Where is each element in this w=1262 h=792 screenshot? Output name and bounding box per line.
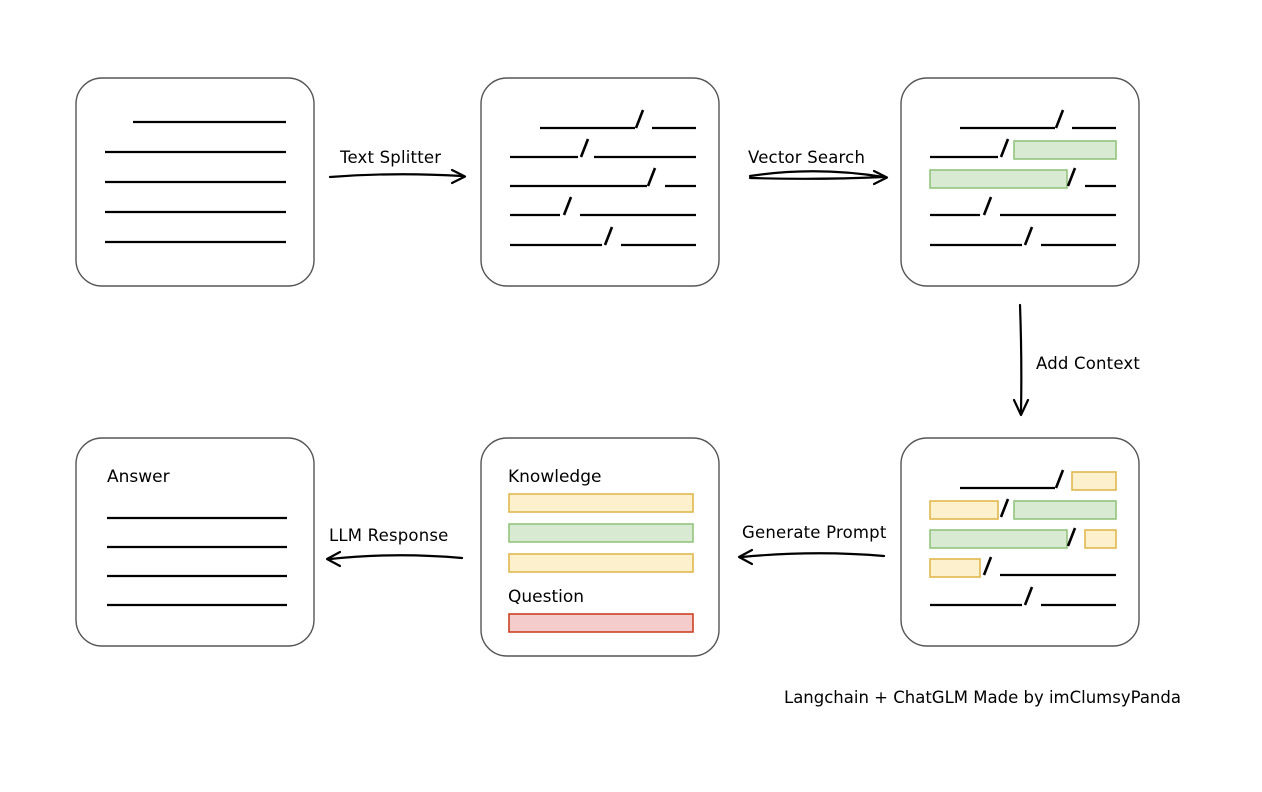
node-answer[interactable]: Answer <box>75 437 315 647</box>
arrow-label-add-context: Add Context <box>1036 354 1140 373</box>
arrow-add-context: Add Context <box>1012 303 1140 417</box>
arrow-label-llm-response: LLM Response <box>329 526 449 545</box>
question-bar-red <box>508 613 694 633</box>
knowledge-heading: Knowledge <box>508 467 601 487</box>
highlight-green <box>1013 140 1117 160</box>
knowledge-bar-green <box>508 523 694 543</box>
knowledge-bar-yellow <box>508 553 694 573</box>
arrow-label-generate-prompt: Generate Prompt <box>742 523 887 542</box>
node-retrieved-chunks[interactable] <box>900 77 1140 287</box>
arrow-label-vector-search: Vector Search <box>748 148 865 167</box>
answer-heading: Answer <box>107 467 170 487</box>
context-chunks-lines <box>929 469 1117 607</box>
highlight-yellow <box>929 500 999 520</box>
knowledge-bars <box>508 493 694 573</box>
retrieved-chunks-lines <box>929 109 1117 247</box>
highlight-green <box>929 529 1068 549</box>
highlight-yellow <box>1071 471 1117 491</box>
highlight-green <box>929 169 1068 189</box>
prompt-box[interactable] <box>480 437 720 657</box>
question-bars <box>508 613 694 633</box>
answer-box[interactable] <box>75 437 315 647</box>
highlight-yellow <box>929 558 981 578</box>
arrow-generate-prompt: Generate Prompt <box>737 523 887 566</box>
node-context-chunks[interactable] <box>900 437 1140 647</box>
knowledge-bar-yellow <box>508 493 694 513</box>
arrow-text-splitter: Text Splitter <box>328 148 467 185</box>
node-source-document[interactable] <box>75 77 315 287</box>
arrow-vector-search: Vector Search <box>748 148 889 186</box>
node-split-chunks[interactable] <box>480 77 720 287</box>
credit-text: Langchain + ChatGLM Made by imClumsyPand… <box>784 688 1181 707</box>
split-chunks-lines <box>510 109 696 247</box>
answer-lines <box>107 516 287 607</box>
node-prompt[interactable]: Knowledge Question <box>480 437 720 657</box>
arrow-label-text-splitter: Text Splitter <box>339 148 441 167</box>
highlight-green <box>1013 500 1117 520</box>
arrow-llm-response: LLM Response <box>325 526 464 568</box>
source-document-lines <box>105 120 286 244</box>
split-chunks-box[interactable] <box>480 77 720 287</box>
question-heading: Question <box>508 587 584 607</box>
highlight-yellow <box>1084 529 1117 549</box>
